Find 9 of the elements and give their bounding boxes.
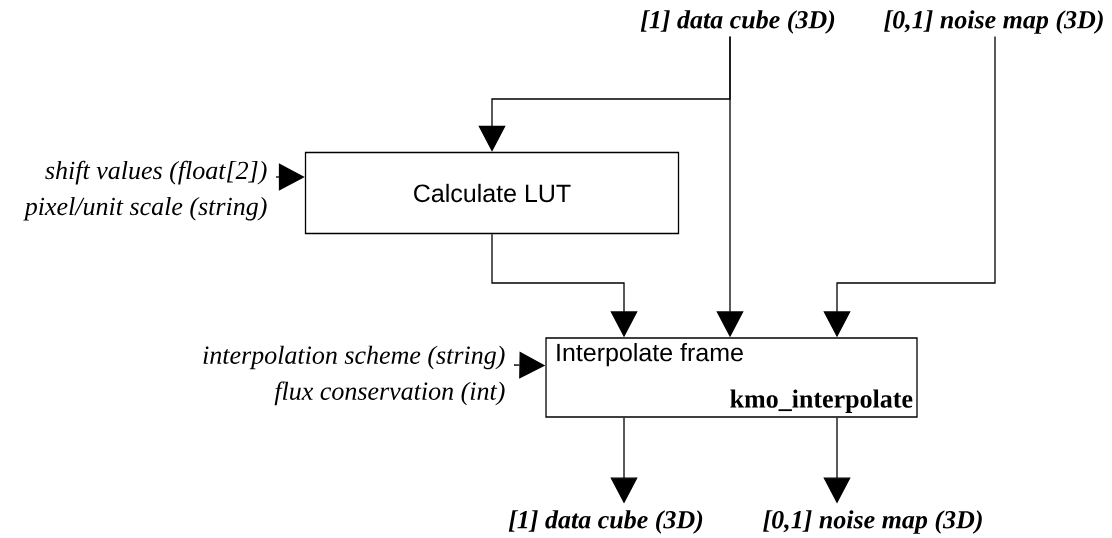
process-box: Interpolate frame kmo_interpolate (545, 337, 918, 418)
parameter-label: interpolation scheme (string) flux conservation (int) (203, 345, 505, 406)
port-label: [0,1] noise map (3D) (763, 510, 982, 534)
port-label: [0,1] noise map (3D) (884, 10, 1103, 34)
parameter-label: shift values (float[2]) pixel/unit scale (string) (23, 160, 267, 221)
arrow (275, 163, 305, 191)
port-label: [1] data cube (3D) (508, 510, 703, 534)
process-box: Calculate LUT (304, 151, 680, 235)
port-label: [1] data cube (3D) (640, 10, 835, 34)
